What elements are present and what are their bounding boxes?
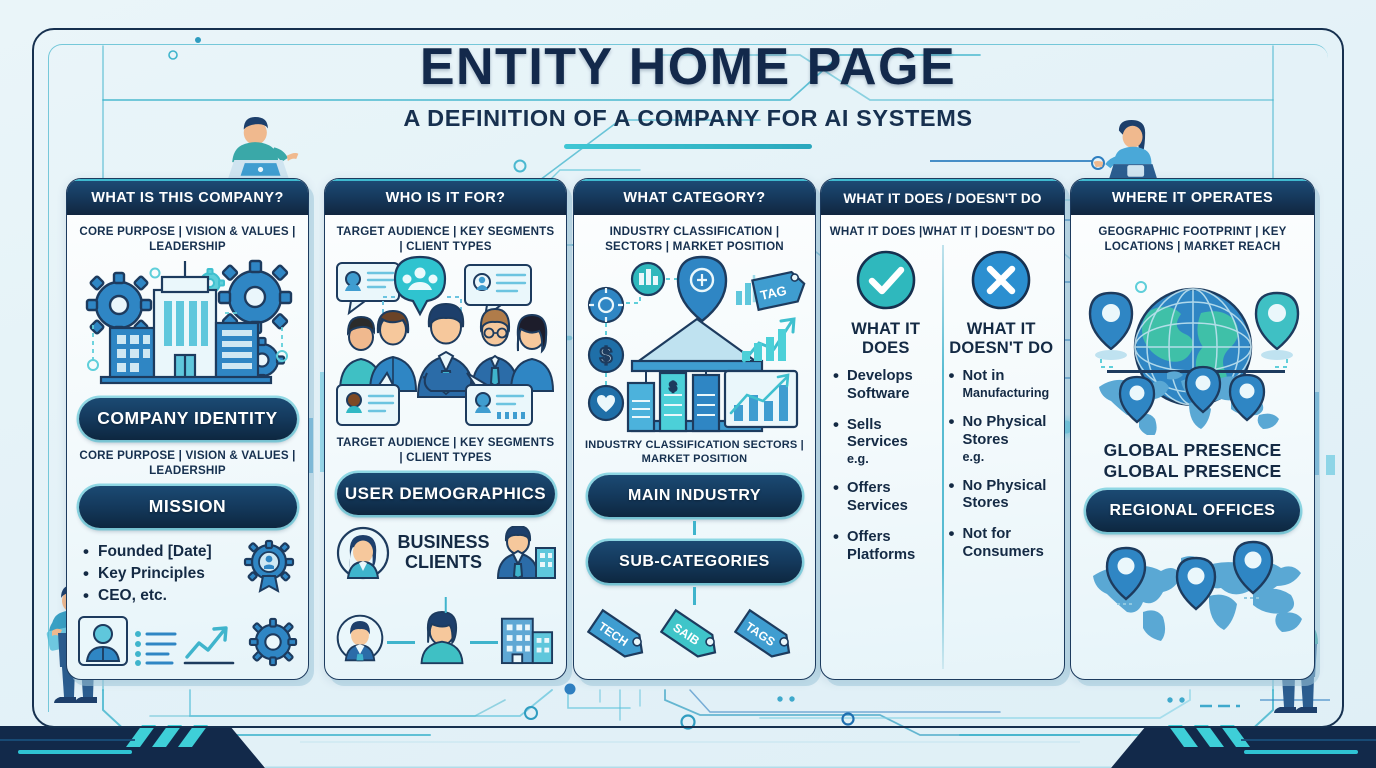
- tag-tech-icon[interactable]: TECH: [586, 607, 655, 669]
- world-map-with-pins-illustration: [1081, 540, 1304, 677]
- pill-user-demographics[interactable]: USER DEMOGRAPHICS: [336, 473, 555, 516]
- circuit-traces-bottom: [102, 689, 1274, 736]
- card-subtitle-mid: INDUSTRY CLASSIFICATION SECTORS | MARKET…: [585, 438, 804, 466]
- gear-icon: [248, 617, 298, 667]
- connector-line: [693, 520, 696, 535]
- list-item: Offers Platforms: [833, 527, 939, 565]
- list-item: Develops Software: [833, 366, 939, 404]
- list-item: Not in Manufacturing: [949, 366, 1055, 401]
- businessman-building-icon: [496, 526, 556, 580]
- circuit-node: [841, 712, 855, 726]
- doesnt-list: Not in Manufacturing No Physical Stores …: [949, 366, 1055, 562]
- avatar-male-icon: [336, 614, 384, 662]
- list-item: Offers Services: [833, 478, 939, 516]
- does-doesnt-panels: WHAT IT DOES Develops Software Sells Ser…: [827, 239, 1058, 673]
- company-bullets: Founded [Date] Key Principles CEO, etc.: [83, 541, 212, 607]
- award-badge-gear-icon: [243, 540, 295, 594]
- panel-heading: WHAT IT DOES: [851, 320, 921, 357]
- card-subtitle-top: INDUSTRY CLASSIFICATION | SECTORS | MARK…: [605, 225, 784, 254]
- card-header-label: WHAT IS THIS COMPANY?: [91, 190, 284, 206]
- connector-line: [387, 641, 415, 644]
- bottom-bar-left: [0, 725, 265, 768]
- connector-line: [470, 641, 498, 644]
- cards-row: WHAT IS THIS COMPANY? CORE PURPOSE | VIS…: [0, 178, 1376, 688]
- global-presence-line-1: GLOBAL PRESENCE: [1103, 439, 1282, 460]
- card-header-label: WHERE IT OPERATES: [1111, 190, 1274, 206]
- does-list: Develops Software Sells Services e.g. Of…: [833, 366, 939, 565]
- card-header-audience: WHO IS IT FOR?: [325, 179, 566, 215]
- card-header-company-identity: WHAT IS THIS COMPANY?: [67, 179, 308, 215]
- bank-and-charts-illustration: $: [584, 255, 806, 438]
- growth-arrow-icon: [183, 626, 235, 665]
- card-subtitle-top: GEOGRAPHIC FOOTPRINT | KEY LOCATIONS | M…: [1098, 225, 1287, 254]
- card-header-does-doesnt: WHAT IT DOES / DOESN'T DO: [821, 179, 1064, 215]
- card-header-category: WHAT CATEGORY?: [574, 179, 815, 215]
- card-header-operates: WHERE IT OPERATES: [1071, 179, 1314, 215]
- card-does-doesnt[interactable]: WHAT IT DOES / DOESN'T DO WHAT IT DOES |…: [820, 178, 1065, 680]
- list-item: Sells Services e.g.: [833, 415, 939, 468]
- card-header-label: WHO IS IT FOR?: [385, 190, 506, 206]
- avatar-teal-icon: [420, 611, 463, 665]
- tag-tags-icon[interactable]: TAGS: [734, 607, 802, 669]
- card-subtitle-top: WHAT IT DOES |WHAT IT | DOESN'T DO: [829, 225, 1056, 238]
- card-header-label: WHAT CATEGORY?: [623, 190, 766, 206]
- connector-line: [693, 586, 696, 605]
- page-subtitle: A DEFINITION OF A COMPANY FOR AI SYSTEMS: [403, 104, 973, 131]
- svg-text:$: $: [600, 343, 612, 368]
- bottom-bar-right: [1111, 725, 1376, 768]
- globe-and-worldmap-illustration: [1081, 255, 1304, 440]
- pill-company-identity[interactable]: COMPANY IDENTITY: [78, 397, 297, 440]
- business-clients-label: BUSINESS CLIENTS: [397, 532, 490, 573]
- pill-sub-categories[interactable]: SUB-CATEGORIES: [587, 540, 802, 583]
- card-subtitle-mid: CORE PURPOSE | VISION & VALUES | LEADERS…: [79, 448, 296, 477]
- person-profile-icon: [78, 616, 128, 666]
- card-subtitle-top: CORE PURPOSE | VISION & VALUES | LEADERS…: [79, 225, 296, 254]
- panel-what-it-doesnt-do: WHAT IT DOESN'T DO Not in Manufacturing …: [943, 239, 1059, 673]
- card-category[interactable]: WHAT CATEGORY? INDUSTRY CLASSIFICATION |…: [573, 178, 816, 680]
- global-presence-line-2: GLOBAL PRESENCE: [1103, 460, 1282, 481]
- avatar-female-icon: [336, 527, 390, 580]
- office-building-icon: [500, 617, 554, 665]
- panel-heading: WHAT IT DOESN'T DO: [949, 320, 1054, 357]
- pill-regional-offices[interactable]: REGIONAL OFFICES: [1085, 490, 1300, 533]
- title-underline: [564, 143, 812, 149]
- card-subtitle-mid: TARGET AUDIENCE | KEY SEGMENTS | CLIENT …: [336, 435, 555, 464]
- list-item: Not for Consumers: [949, 524, 1055, 562]
- circuit-node: [680, 714, 696, 730]
- list-item: No Physical Stores e.g.: [949, 412, 1055, 465]
- card-subtitle-top: TARGET AUDIENCE | KEY SEGMENTS | CLIENT …: [336, 225, 555, 254]
- list-item: Key Principles: [83, 563, 212, 585]
- card-company-identity[interactable]: WHAT IS THIS COMPANY? CORE PURPOSE | VIS…: [66, 178, 309, 680]
- list-icon: [135, 631, 177, 666]
- pill-mission[interactable]: MISSION: [78, 486, 297, 529]
- group-of-people-illustration: [335, 255, 556, 435]
- page-title: ENTITY HOME PAGE: [419, 38, 957, 96]
- office-buildings-with-gears-illustration: [77, 255, 298, 390]
- circuit-node: [524, 706, 538, 720]
- card-operates[interactable]: WHERE IT OPERATES GEOGRAPHIC FOOTPRINT |…: [1070, 178, 1315, 680]
- svg-text:$: $: [669, 379, 677, 394]
- page-header: ENTITY HOME PAGE A DEFINITION OF A COMPA…: [0, 40, 1376, 149]
- tag-saib-icon[interactable]: SAIB: [660, 607, 728, 669]
- list-item: Founded [Date]: [83, 541, 212, 563]
- card-header-label: WHAT IT DOES / DOESN'T DO: [843, 190, 1042, 206]
- panel-what-it-does: WHAT IT DOES Develops Software Sells Ser…: [827, 239, 943, 673]
- pill-main-industry[interactable]: MAIN INDUSTRY: [587, 474, 802, 517]
- cross-circle-icon: [971, 250, 1031, 310]
- svg-text:TAG: TAG: [759, 282, 788, 302]
- check-circle-icon: [856, 250, 916, 310]
- list-item: No Physical Stores: [949, 476, 1055, 514]
- card-audience[interactable]: WHO IS IT FOR? TARGET AUDIENCE | KEY SEG…: [324, 178, 567, 680]
- connector-line: [444, 597, 447, 613]
- list-item: CEO, etc.: [83, 585, 212, 607]
